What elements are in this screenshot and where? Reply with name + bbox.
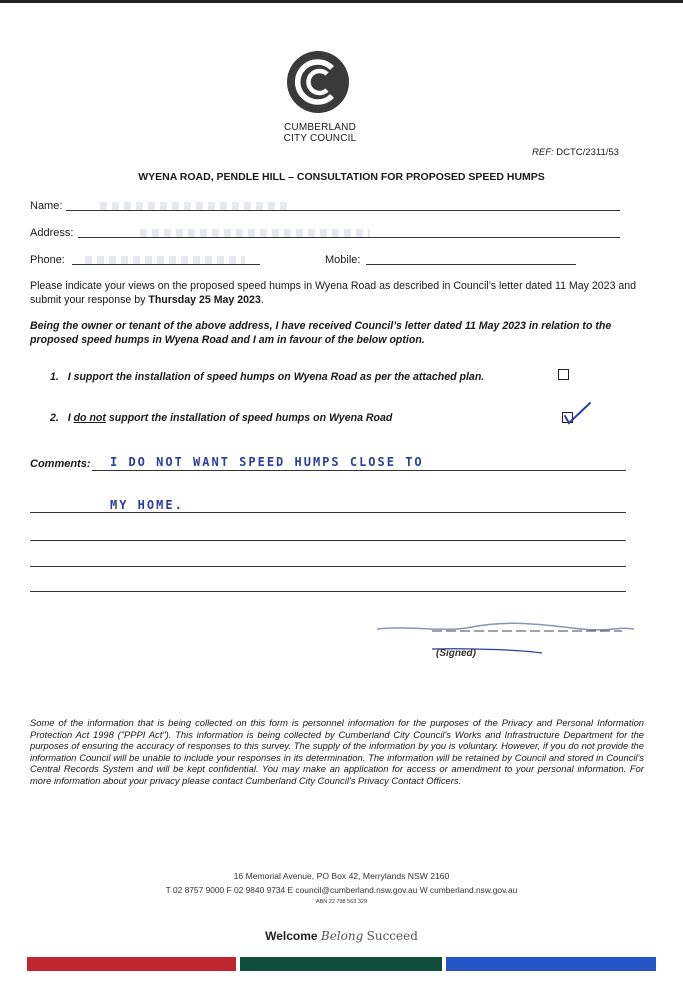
- mobile-field[interactable]: [366, 264, 576, 265]
- slogan-succeed: Succeed: [366, 929, 418, 943]
- comment-handwriting-2: MY HOME.: [110, 498, 184, 512]
- option-2-post: support the installation of speed humps …: [105, 412, 393, 424]
- comments-line-5[interactable]: [30, 591, 626, 592]
- ref-value: DCTC/2311/53: [556, 147, 619, 158]
- slogan-welcome: Welcome: [265, 929, 318, 943]
- footer-contacts: T 02 8757 9000 F 02 9840 9734 E council@…: [165, 885, 518, 895]
- council-line-2: CITY COUNCIL: [283, 133, 357, 144]
- option-1-text: I support the installation of speed hump…: [67, 371, 485, 383]
- declaration-text: Being the owner or tenant of the above a…: [30, 320, 612, 346]
- form-title: WYENA ROAD, PENDLE HILL – CONSULTATION F…: [138, 171, 545, 183]
- option-2-underlined: do not: [73, 412, 106, 424]
- comments-label: Comments:: [30, 458, 91, 470]
- phone-redacted: [85, 256, 245, 264]
- instructions-paragraph: Please indicate your views on the propos…: [30, 279, 642, 307]
- option-1-number: 1.: [50, 371, 59, 383]
- slogan-belong: Belong: [320, 929, 364, 943]
- option-2-number: 2.: [50, 412, 59, 424]
- instructions-text: Please indicate your views on the propos…: [30, 280, 637, 306]
- option-1: 1. I support the installation of speed h…: [50, 371, 484, 383]
- name-redacted: [100, 202, 290, 210]
- phone-field[interactable]: [72, 264, 260, 265]
- instructions-end: .: [260, 294, 264, 306]
- deadline-date: Thursday 25 May 2023: [148, 294, 261, 306]
- comments-line-3[interactable]: [30, 540, 626, 541]
- checkmark-icon: [564, 402, 591, 425]
- privacy-notice: Some of the information that is being co…: [30, 717, 644, 786]
- comments-line-2[interactable]: [30, 512, 626, 513]
- phone-label: Phone:: [30, 254, 65, 266]
- council-name: CUMBERLAND CITY COUNCIL: [250, 122, 390, 144]
- mobile-label: Mobile:: [325, 254, 361, 266]
- comment-handwriting-1: I DO NOT WANT SPEED HUMPS CLOSE TO: [110, 455, 424, 469]
- council-logo-icon: [287, 51, 349, 113]
- signature-mark: [376, 622, 635, 654]
- slogan: Welcome Belong Succeed: [0, 929, 683, 943]
- option-2-checkbox[interactable]: [562, 412, 573, 423]
- name-field[interactable]: [66, 210, 620, 211]
- address-redacted: [140, 229, 370, 237]
- option-2-pre: I: [67, 412, 74, 424]
- footer-bar-red: [27, 957, 236, 971]
- option-1-checkbox[interactable]: [558, 369, 569, 380]
- address-field[interactable]: [78, 237, 620, 238]
- footer-address: 16 Memorial Avenue, PO Box 42, Merryland…: [233, 871, 450, 881]
- address-label: Address:: [30, 227, 74, 239]
- signed-label: (Signed): [436, 648, 476, 659]
- top-border: [0, 0, 683, 3]
- comments-line-1[interactable]: [92, 470, 626, 471]
- comments-line-4[interactable]: [30, 566, 626, 567]
- footer-abn: ABN 22 798 563 329: [315, 899, 368, 905]
- ref-label: REF:: [532, 147, 554, 158]
- reference-number: REF: DCTC/2311/53: [532, 147, 619, 158]
- name-label: Name:: [30, 200, 63, 212]
- footer-bar-green: [240, 957, 442, 971]
- option-2: 2. I do not support the installation of …: [50, 412, 392, 424]
- council-line-1: CUMBERLAND: [283, 122, 356, 133]
- footer-bar-blue: [446, 957, 656, 971]
